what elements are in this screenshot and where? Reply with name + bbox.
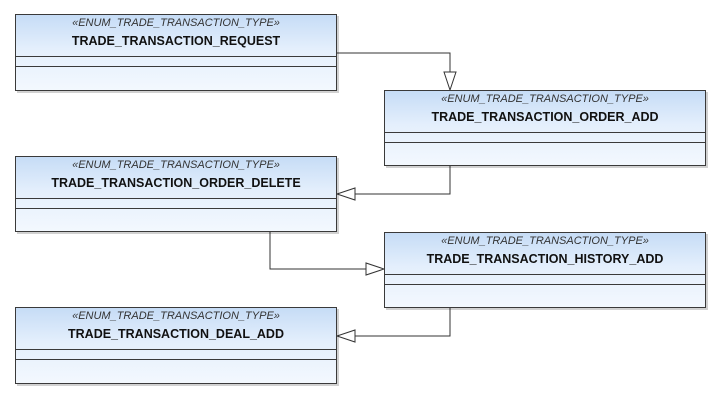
operations-compartment [16,67,336,90]
arrowhead-history-add [365,262,386,276]
connector-order-delete-to-history-add [269,232,366,270]
class-header: «ENUM_TRADE_TRANSACTION_TYPE» TRADE_TRAN… [16,15,336,57]
class-trade-transaction-deal-add[interactable]: «ENUM_TRADE_TRANSACTION_TYPE» TRADE_TRAN… [15,307,337,384]
stereotype-label: «ENUM_TRADE_TRANSACTION_TYPE» [72,17,280,29]
class-header: «ENUM_TRADE_TRANSACTION_TYPE» TRADE_TRAN… [16,157,336,199]
attributes-compartment [16,57,336,67]
class-header: «ENUM_TRADE_TRANSACTION_TYPE» TRADE_TRAN… [16,308,336,350]
operations-compartment [385,285,705,307]
stereotype-label: «ENUM_TRADE_TRANSACTION_TYPE» [72,159,280,171]
operations-compartment [385,143,705,165]
class-trade-transaction-order-add[interactable]: «ENUM_TRADE_TRANSACTION_TYPE» TRADE_TRAN… [384,90,706,166]
class-name: TRADE_TRANSACTION_DEAL_ADD [68,327,284,341]
attributes-compartment [385,133,705,143]
class-name: TRADE_TRANSACTION_HISTORY_ADD [426,252,664,266]
class-name: TRADE_TRANSACTION_ORDER_DELETE [51,176,301,190]
connector-order-add-to-order-delete [355,166,451,195]
arrowhead-order-add [443,71,457,92]
class-header: «ENUM_TRADE_TRANSACTION_TYPE» TRADE_TRAN… [385,233,705,275]
connector-request-to-order-add [337,52,451,72]
connector-history-add-to-deal-add [355,308,451,337]
class-name: TRADE_TRANSACTION_REQUEST [71,34,281,48]
class-trade-transaction-history-add[interactable]: «ENUM_TRADE_TRANSACTION_TYPE» TRADE_TRAN… [384,232,706,308]
stereotype-label: «ENUM_TRADE_TRANSACTION_TYPE» [72,310,280,322]
arrowhead-deal-add [335,329,356,343]
operations-compartment [16,360,336,383]
attributes-compartment [385,275,705,285]
attributes-compartment [16,199,336,209]
class-trade-transaction-request[interactable]: «ENUM_TRADE_TRANSACTION_TYPE» TRADE_TRAN… [15,14,337,91]
stereotype-label: «ENUM_TRADE_TRANSACTION_TYPE» [441,93,649,105]
class-header: «ENUM_TRADE_TRANSACTION_TYPE» TRADE_TRAN… [385,91,705,133]
arrowhead-order-delete [335,187,356,201]
class-trade-transaction-order-delete[interactable]: «ENUM_TRADE_TRANSACTION_TYPE» TRADE_TRAN… [15,156,337,232]
class-name: TRADE_TRANSACTION_ORDER_ADD [431,110,659,124]
attributes-compartment [16,350,336,360]
stereotype-label: «ENUM_TRADE_TRANSACTION_TYPE» [441,235,649,247]
operations-compartment [16,209,336,231]
